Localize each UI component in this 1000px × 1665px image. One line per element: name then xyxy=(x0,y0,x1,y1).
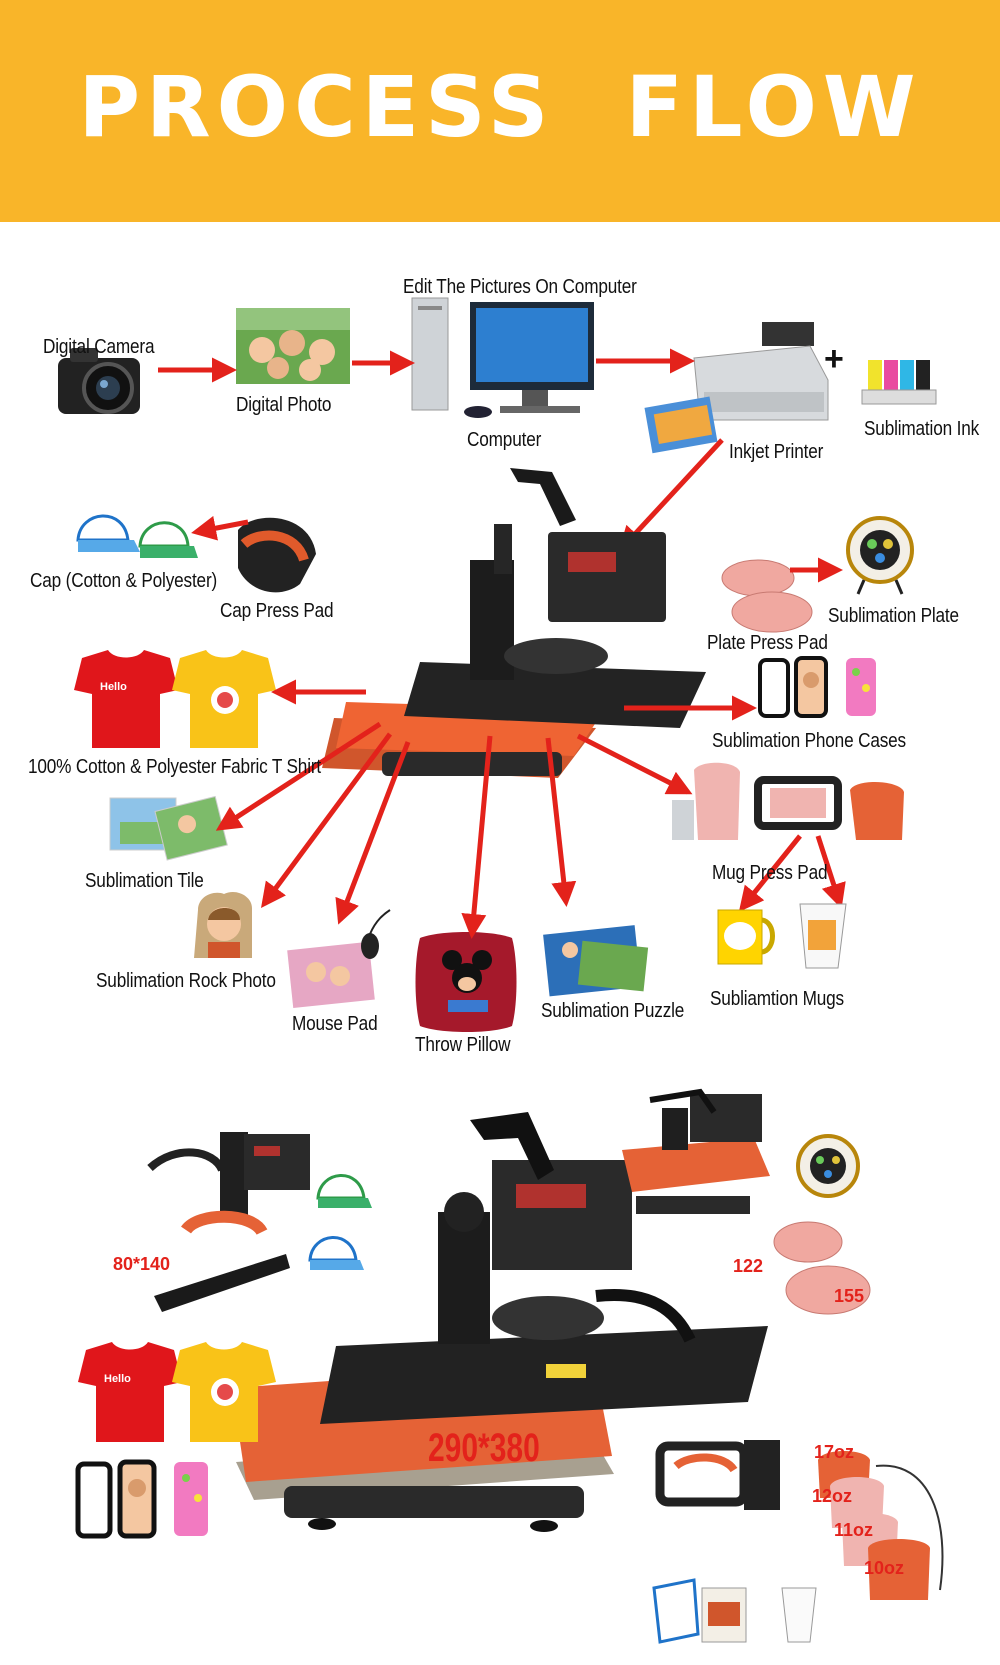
plate-press-pad-icon xyxy=(721,559,813,633)
inkjet-printer-label: Inkjet Printer xyxy=(729,441,824,463)
computer-label: Computer xyxy=(467,429,542,451)
plate-press-machine-icon xyxy=(622,1088,770,1214)
rock-photo-label: Sublimation Rock Photo xyxy=(96,970,276,992)
svg-text:Hello: Hello xyxy=(100,681,127,693)
phone-cases-label: Sublimation Phone Cases xyxy=(712,730,906,752)
mug-pads-icon-bottom xyxy=(818,1451,944,1600)
plate-icon-bottom xyxy=(796,1134,860,1198)
plus-sign: + xyxy=(824,340,844,378)
pillow-icon xyxy=(415,932,517,1032)
sublimation-plate-label: Sublimation Plate xyxy=(828,605,959,627)
svg-text:Hello: Hello xyxy=(104,1373,131,1385)
header-banner: PROCESS FLOW xyxy=(0,0,1000,222)
mug-icon-bottom xyxy=(652,1578,817,1644)
mouse-pad-icon xyxy=(287,909,391,1009)
mug-10oz-label: 10oz xyxy=(864,1558,905,1578)
plate-pad-icon-bottom xyxy=(773,1221,871,1315)
tshirt-icon: Hello xyxy=(74,650,276,748)
digital-camera-label: Digital Camera xyxy=(43,336,155,358)
tshirt-icon-bottom: Hello xyxy=(78,1342,276,1442)
plate-press-pad-label: Plate Press Pad xyxy=(707,632,828,654)
edit-pictures-label: Edit The Pictures On Computer xyxy=(403,276,637,298)
mugs-label: Subliamtion Mugs xyxy=(710,988,844,1010)
digital-photo-label: Digital Photo xyxy=(236,394,332,416)
camera-icon xyxy=(58,348,140,414)
photo-icon xyxy=(236,308,350,384)
mouse-pad-label: Mouse Pad xyxy=(292,1013,378,1035)
plate-large-size-label: 155 xyxy=(834,1286,865,1306)
large-heat-press-icon xyxy=(232,1112,768,1532)
ink-icon xyxy=(861,360,937,405)
mug-press-pad-label: Mug Press Pad xyxy=(712,862,828,884)
mug-11oz-label: 11oz xyxy=(834,1520,874,1540)
mug-17oz-label: 17oz xyxy=(814,1442,855,1462)
platen-size-label: 290*380 xyxy=(428,1426,540,1470)
mug-icon xyxy=(717,903,847,969)
tshirt-label: 100% Cotton & Polyester Fabric T Shirt xyxy=(28,756,322,778)
computer-icon xyxy=(411,297,594,418)
cap-label: Cap (Cotton & Polyester) xyxy=(30,570,218,592)
throw-pillow-label: Throw Pillow xyxy=(415,1034,511,1056)
phone-case-icon-bottom xyxy=(75,1459,208,1539)
heat-press-icon xyxy=(322,468,706,778)
puzzle-icon xyxy=(543,925,649,997)
tile-label: Sublimation Tile xyxy=(85,870,204,892)
phone-case-icon xyxy=(758,656,876,718)
mug-press-pad-icon xyxy=(672,762,904,840)
cap-press-pad-icon xyxy=(238,517,316,593)
tile-icon xyxy=(109,795,228,861)
puzzle-label: Sublimation Puzzle xyxy=(541,1000,685,1022)
cap-icon xyxy=(76,514,198,558)
printer-icon xyxy=(644,322,829,454)
cap-press-pad-label: Cap Press Pad xyxy=(220,600,334,622)
mug-12oz-label: 12oz xyxy=(812,1486,853,1506)
sublimation-ink-label: Sublimation Ink xyxy=(864,418,980,440)
plate-small-size-label: 122 xyxy=(733,1256,764,1276)
mug-press-machine-icon xyxy=(655,1440,780,1510)
rock-photo-icon xyxy=(194,891,252,958)
cap-icon-bottom xyxy=(308,1174,372,1270)
plate-icon xyxy=(846,516,914,595)
cap-press-machine-icon xyxy=(147,1132,310,1312)
cap-size-label: 80*140 xyxy=(113,1254,171,1274)
page-title: PROCESS FLOW xyxy=(78,58,922,156)
